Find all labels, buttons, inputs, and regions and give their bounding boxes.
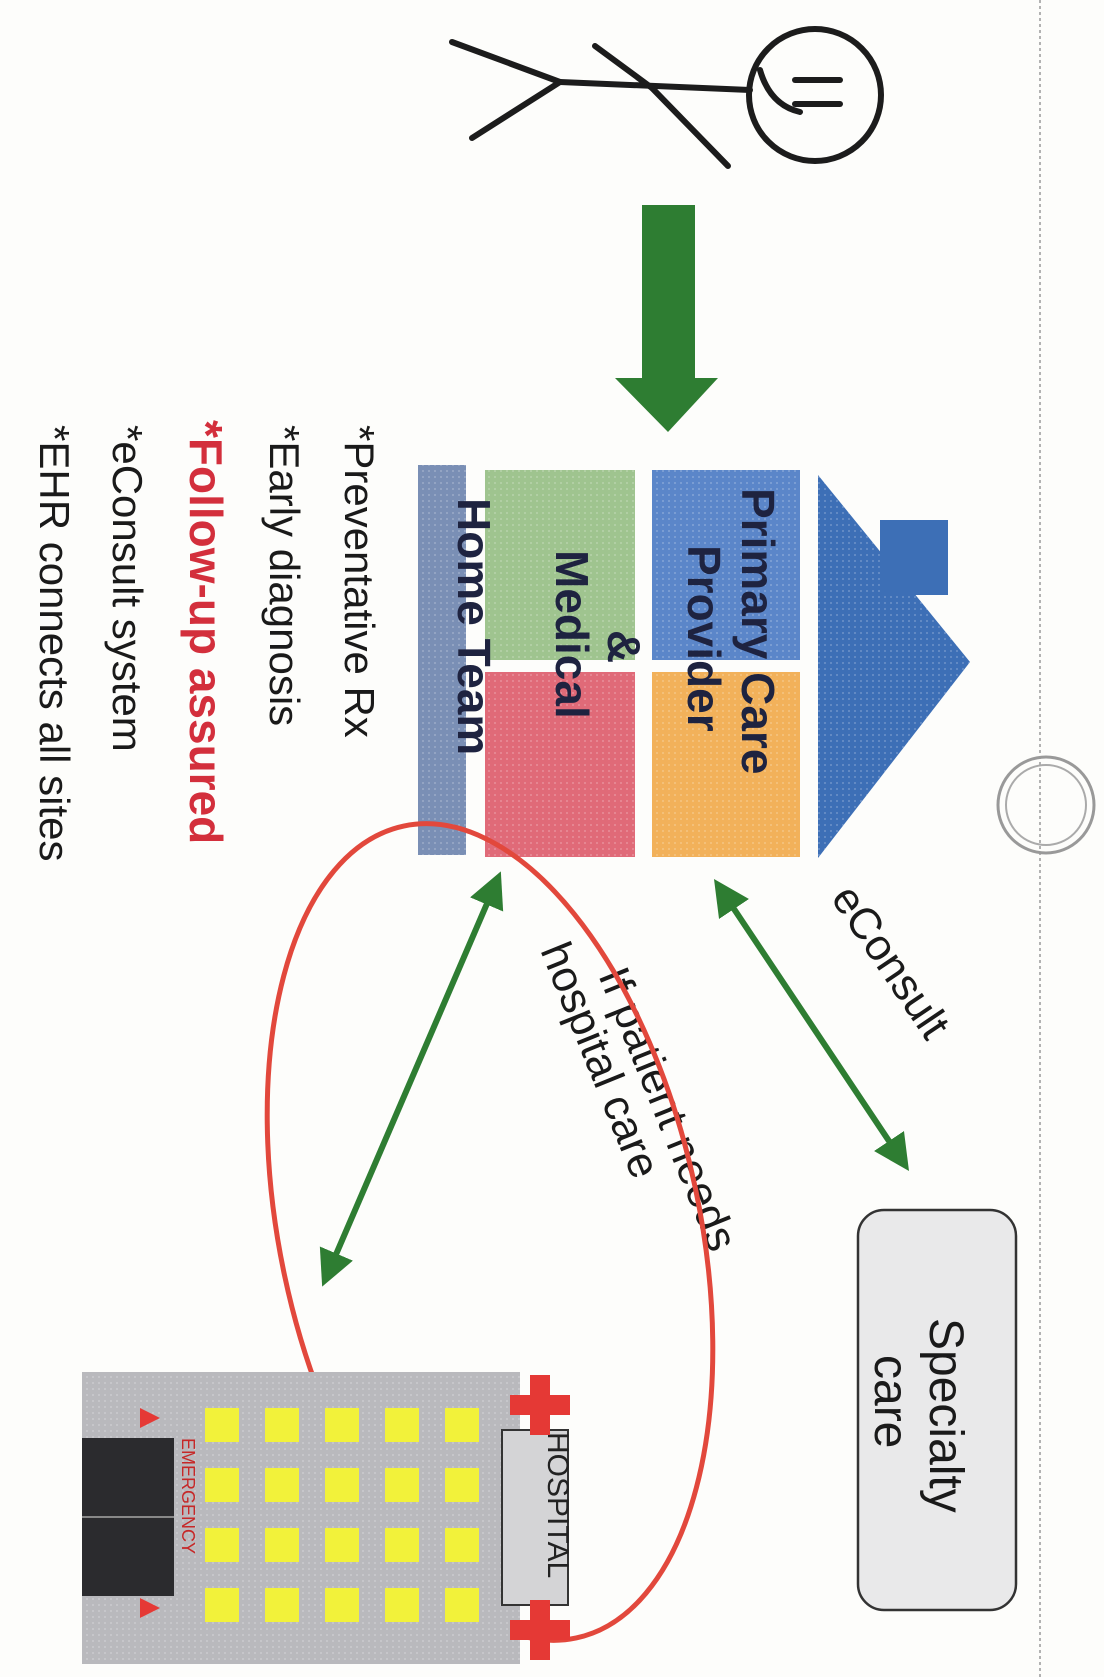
specialty-label-line2: care: [864, 1355, 917, 1448]
econsult-arrow: [714, 879, 909, 1171]
hospital-sign-text: HOSPITAL: [541, 1432, 574, 1578]
bullet-item: *Preventative Rx: [336, 425, 383, 738]
provider-label-line1: Primary Care: [732, 488, 784, 774]
emphasis-circle: [264, 821, 716, 1643]
hole-punch-ring: [996, 755, 1096, 855]
house-chimney: [880, 520, 948, 595]
patient-stick-figure: [449, 26, 884, 169]
emergency-sign-text: EMERGENCY: [178, 1438, 198, 1554]
hospital-cross-icon: [510, 1375, 570, 1660]
provider-label-line2: Provider: [678, 545, 730, 732]
hospital-windows: [205, 1408, 479, 1622]
medical-label: Medical: [546, 550, 598, 719]
home-team-label: Home Team: [448, 498, 500, 755]
entrance-arrow-icon: [140, 1408, 160, 1428]
hospital-arrow: [319, 871, 504, 1287]
econsult-label: eConsult: [822, 876, 960, 1047]
benefits-list: *Preventative Rx *Early diagnosis *Follo…: [31, 420, 383, 862]
specialty-label-line1: Specialty: [919, 1318, 972, 1513]
bullet-item-highlight: *Follow-up assured: [180, 420, 232, 844]
entry-arrow: [615, 205, 718, 432]
bullet-item: *EHR connects all sites: [31, 425, 78, 862]
bullet-item: *eConsult system: [104, 425, 151, 752]
hospital-building: HOSPITAL EMERGENCY: [82, 1372, 574, 1664]
entrance-arrow-icon: [140, 1598, 160, 1618]
bullet-item: *Early diagnosis: [261, 425, 308, 726]
medical-home-house: Primary Care Provider & Medical Home Tea…: [418, 465, 970, 858]
ampersand-label: &: [598, 630, 650, 663]
specialty-care-box: Specialty care: [856, 1208, 1018, 1612]
hospital-sign-plate: [501, 1429, 569, 1606]
